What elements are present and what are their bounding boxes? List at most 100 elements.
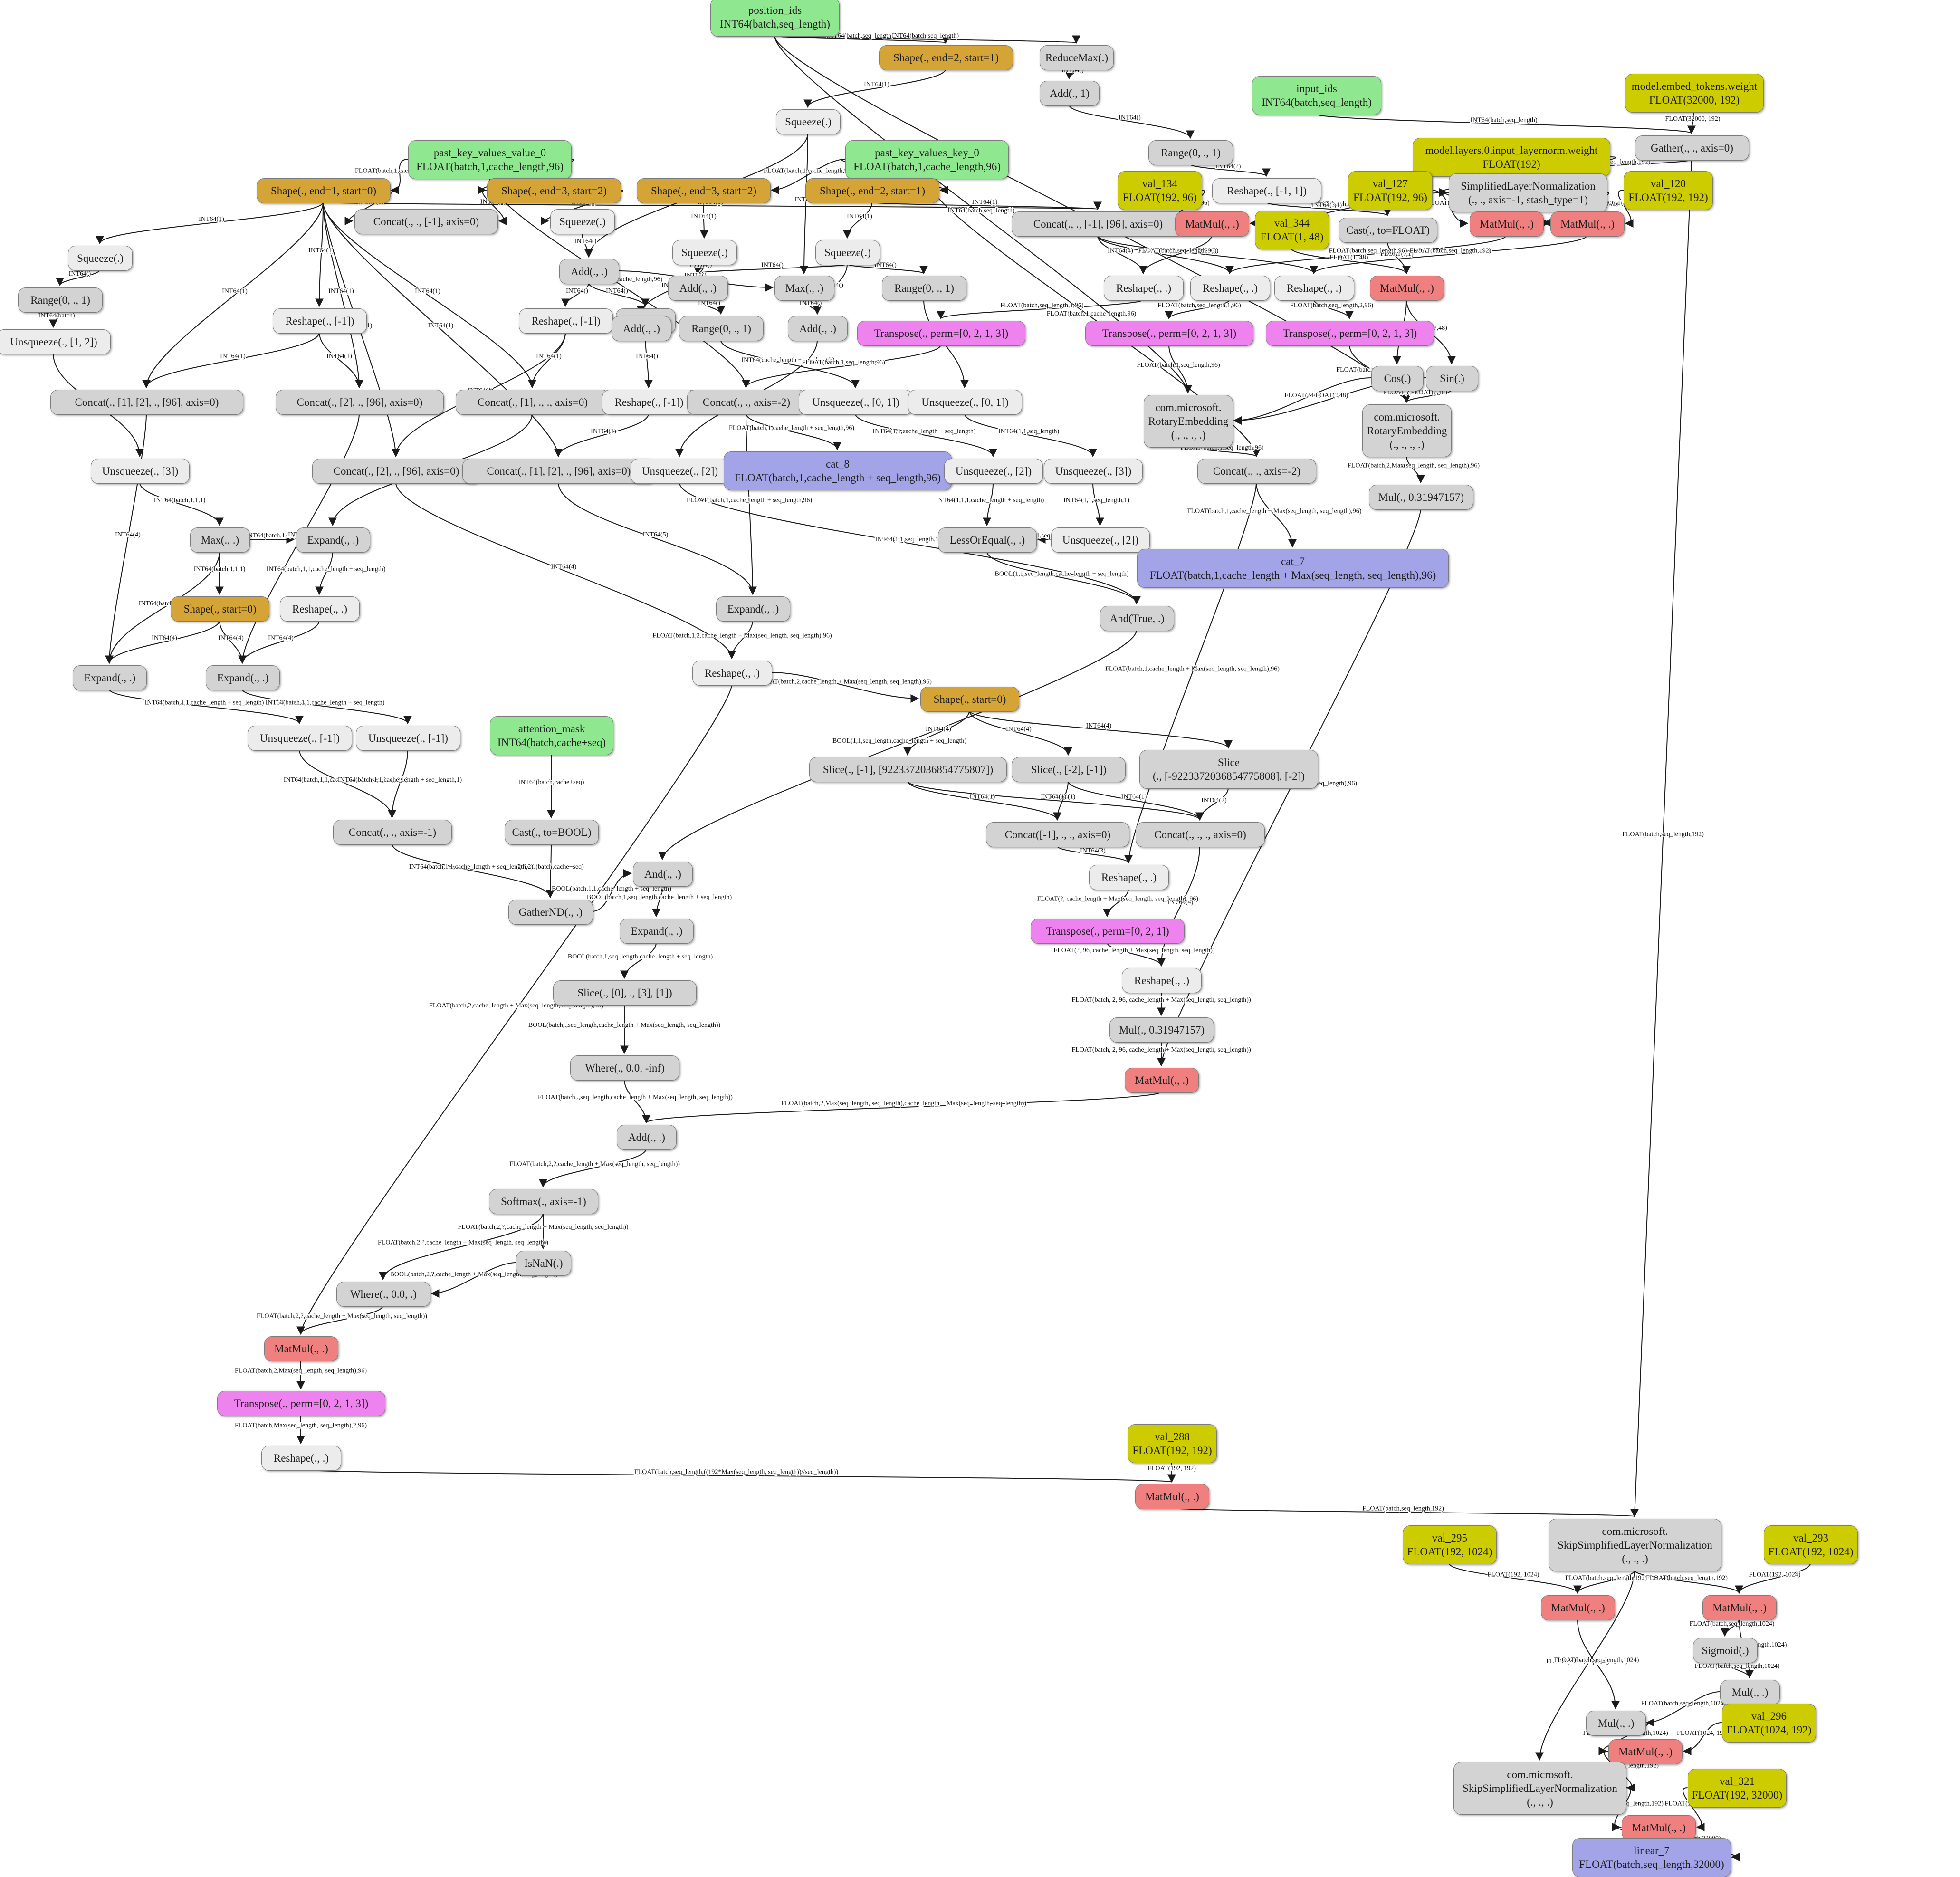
node-matmul_attn[interactable]: MatMul(., .)	[264, 1336, 339, 1361]
node-sin[interactable]: Sin(.)	[1426, 365, 1478, 391]
node-and_b[interactable]: And(., .)	[633, 861, 693, 887]
node-matmul_inv[interactable]: MatMul(., .)	[1369, 275, 1444, 301]
node-reshape_mid[interactable]: Reshape(., .)	[1089, 864, 1169, 890]
node-rotary2[interactable]: com.microsoft.RotaryEmbedding(., ., ., .…	[1362, 404, 1452, 457]
node-reshape_out[interactable]: Reshape(., .)	[261, 1445, 341, 1471]
node-reshape_m1_b[interactable]: Reshape(., [-1])	[518, 308, 613, 334]
node-reshape_r3[interactable]: Reshape(., .)	[1274, 275, 1354, 301]
node-cos[interactable]: Cos(.)	[1371, 365, 1424, 391]
node-and_true[interactable]: And(True, .)	[1100, 605, 1175, 631]
node-lessorequal[interactable]: LessOrEqual(., .)	[937, 527, 1037, 553]
node-mul_a[interactable]: Mul(., .)	[1720, 1679, 1780, 1705]
node-matmul_q[interactable]: MatMul(., .)	[1469, 211, 1544, 237]
node-concat_m196[interactable]: Concat(., ., [-1], [96], axis=0)	[1011, 211, 1185, 237]
node-expand_big[interactable]: Expand(., .)	[619, 918, 694, 944]
node-reshape_r2[interactable]: Reshape(., .)	[1190, 275, 1270, 301]
node-add_cs[interactable]: Add(., .)	[559, 259, 619, 284]
node-shape_s0_l[interactable]: Shape(., start=0)	[170, 596, 270, 622]
node-reshape_t[interactable]: Reshape(., .)	[1122, 967, 1202, 993]
node-matmul_qk[interactable]: MatMul(., .)	[1124, 1067, 1199, 1093]
node-gathernd[interactable]: GatherND(., .)	[508, 899, 593, 925]
node-reshape_le[interactable]: Reshape(., .)	[280, 596, 360, 622]
node-cast_bool[interactable]: Cast(., to=BOOL)	[504, 819, 599, 845]
node-add_mask[interactable]: Add(., .)	[617, 1124, 677, 1150]
node-skip_sln_1[interactable]: com.microsoft.SkipSimplifiedLayerNormali…	[1548, 1518, 1722, 1571]
node-concat_m1_axis0[interactable]: Concat(., ., [-1], axis=0)	[354, 209, 498, 234]
node-skip_sln_2[interactable]: com.microsoft.SkipSimplifiedLayerNormali…	[1453, 1762, 1627, 1815]
node-shape_e1s0[interactable]: Shape(., end=1, start=0)	[257, 178, 391, 203]
node-expand_b[interactable]: Expand(., .)	[205, 665, 280, 690]
node-transpose_b[interactable]: Transpose(., perm=[0, 2, 1, 3])	[1085, 320, 1254, 346]
node-sln[interactable]: SimplifiedLayerNormalization(., ., axis=…	[1449, 173, 1607, 212]
node-concat_2_96_b[interactable]: Concat(., [2], ., [96], axis=0)	[312, 458, 481, 484]
node-concat_axis_m1[interactable]: Concat(., ., axis=-1)	[333, 819, 452, 845]
node-slice_a[interactable]: Slice(., [-1], [9223372036854775807])	[809, 757, 1007, 782]
node-transpose_a[interactable]: Transpose(., perm=[0, 2, 1, 3])	[857, 320, 1026, 346]
node-reshape_m11[interactable]: Reshape(., [-1, 1])	[1212, 178, 1321, 203]
node-reshape_r1[interactable]: Reshape(., .)	[1104, 275, 1184, 301]
node-range_batch[interactable]: Range(0, ., 1)	[18, 287, 103, 313]
node-isnan[interactable]: IsNaN(.)	[516, 1250, 571, 1276]
node-squeeze_k2[interactable]: Squeeze(.)	[672, 239, 737, 265]
node-shape_e3s2_b[interactable]: Shape(., end=3, start=2)	[637, 178, 771, 203]
node-max_a[interactable]: Max(., .)	[774, 275, 834, 301]
node-reshape_m1_a[interactable]: Reshape(., [-1])	[272, 308, 367, 334]
node-shape_s0_c[interactable]: Shape(., start=0)	[920, 686, 1020, 712]
node-transpose_021[interactable]: Transpose(., perm=[0, 2, 1])	[1031, 918, 1185, 944]
node-transpose_c[interactable]: Transpose(., perm=[0, 2, 1, 3])	[1265, 320, 1434, 346]
node-add_c[interactable]: Add(., .)	[668, 275, 728, 301]
node-concat_12_96_b[interactable]: Concat(., [1], [2], ., [96], axis=0)	[462, 458, 656, 484]
node-where_0[interactable]: Where(., 0.0, .)	[336, 1281, 431, 1307]
node-mul_0319_r[interactable]: Mul(., 0.31947157)	[1369, 484, 1473, 510]
node-slice_c[interactable]: Slice(., [-9223372036854775808], [-2])	[1139, 750, 1318, 789]
node-squeeze_top[interactable]: Squeeze(.)	[776, 109, 841, 134]
node-reshape_c[interactable]: Reshape(., .)	[692, 660, 772, 686]
node-matmul_k[interactable]: MatMul(., .)	[1550, 211, 1625, 237]
node-shape_top[interactable]: Shape(., end=2, start=1)	[879, 45, 1013, 70]
node-add_e[interactable]: Add(., .)	[788, 316, 848, 341]
node-range_top[interactable]: Range(0, ., 1)	[1148, 140, 1233, 165]
node-unsq_3_l[interactable]: Unsqueeze(., [3])	[90, 458, 190, 484]
node-shape_e2s1_b[interactable]: Shape(., end=2, start=1)	[805, 178, 939, 203]
node-transpose_d[interactable]: Transpose(., perm=[0, 2, 1, 3])	[217, 1390, 386, 1416]
node-matmul_down[interactable]: MatMul(., .)	[1608, 1739, 1683, 1764]
node-matmul_g2[interactable]: MatMul(., .)	[1702, 1595, 1777, 1620]
node-concat_2_96[interactable]: Concat(., [2], ., [96], axis=0)	[275, 389, 444, 415]
node-cast_float[interactable]: Cast(., to=FLOAT)	[1338, 217, 1438, 243]
node-mul_0319_b[interactable]: Mul(., 0.31947157)	[1109, 1017, 1214, 1043]
node-reshape_m1_c[interactable]: Reshape(., [-1])	[602, 389, 697, 415]
node-reducemax[interactable]: ReduceMax(.)	[1039, 45, 1114, 70]
node-concat_axis_m2_r[interactable]: Concat(., ., axis=-2)	[1197, 458, 1317, 484]
node-range_d[interactable]: Range(0, ., 1)	[679, 316, 764, 341]
node-matmul_v[interactable]: MatMul(., .)	[1175, 211, 1250, 237]
node-sigmoid[interactable]: Sigmoid(.)	[1693, 1638, 1758, 1663]
node-matmul_o[interactable]: MatMul(., .)	[1135, 1484, 1210, 1509]
node-matmul_g1[interactable]: MatMul(., .)	[1540, 1595, 1616, 1620]
node-concat_12_96[interactable]: Concat(., [1], [2], ., [96], axis=0)	[50, 389, 244, 415]
node-unsq_m1_a[interactable]: Unsqueeze(., [-1])	[248, 725, 352, 751]
node-squeeze_l[interactable]: Squeeze(.)	[68, 245, 133, 271]
node-squeeze_q2[interactable]: Squeeze(.)	[815, 239, 880, 265]
node-concat_c[interactable]: Concat(., ., ., axis=0)	[1136, 822, 1265, 847]
node-unsq_01_b[interactable]: Unsqueeze(., [0, 1])	[908, 389, 1022, 415]
node-expand_mid[interactable]: Expand(., .)	[716, 596, 791, 622]
node-concat_axis_m2_l[interactable]: Concat(., ., axis=-2)	[687, 389, 806, 415]
node-concat_1_axis0[interactable]: Concat(., [1], ., ., axis=0)	[456, 389, 610, 415]
node-range_c[interactable]: Range(0, ., 1)	[882, 275, 966, 301]
node-where_inf[interactable]: Where(., 0.0, -inf)	[570, 1055, 679, 1081]
